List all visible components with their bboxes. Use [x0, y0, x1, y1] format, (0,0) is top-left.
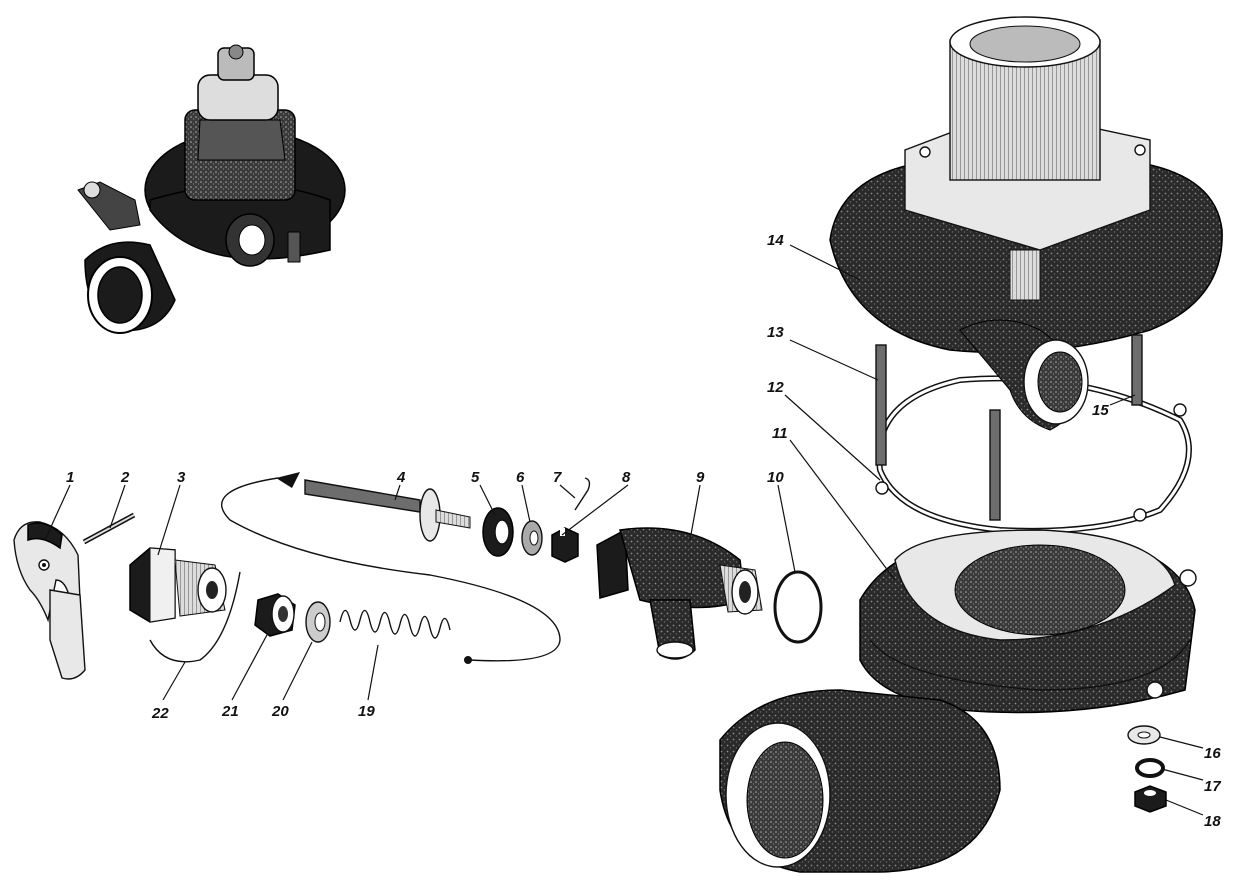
callout-19: 19	[358, 703, 375, 720]
pump-housing-icon	[719, 529, 1197, 873]
callout-16: 16	[1204, 745, 1221, 762]
callout-21: 21	[221, 703, 239, 720]
volute-cover-icon	[829, 16, 1223, 431]
callout-labels: 1 2 3 4 5 6 7 8 9 10 11 12 13 14 15 16 1…	[66, 232, 1221, 830]
callout-18: 18	[1204, 813, 1221, 830]
callout-13: 13	[767, 324, 784, 341]
spring-part	[339, 609, 451, 639]
stud-parts	[875, 334, 1143, 521]
washer-part-6	[521, 520, 543, 556]
callout-12: 12	[767, 379, 784, 396]
cotter-pin-part	[574, 477, 591, 511]
callout-11: 11	[772, 425, 788, 442]
nut-part-18	[1134, 785, 1167, 813]
callout-17: 17	[1204, 778, 1221, 795]
callout-15: 15	[1092, 402, 1109, 419]
gland-nut-part	[254, 593, 296, 637]
callout-6: 6	[516, 469, 525, 486]
callout-22: 22	[151, 705, 169, 722]
callout-1: 1	[66, 469, 74, 486]
callout-14: 14	[767, 232, 784, 249]
valve-body-part	[596, 527, 763, 660]
callout-3: 3	[177, 469, 186, 486]
washer-part-16	[1127, 725, 1161, 745]
castle-nut-part	[551, 527, 579, 563]
o-ring-part	[773, 570, 823, 644]
leader-lines	[44, 244, 1204, 816]
callout-10: 10	[767, 469, 784, 486]
callout-9: 9	[696, 469, 705, 486]
valve-stem-part	[220, 472, 561, 664]
pin-part	[82, 512, 136, 545]
seal-part	[482, 507, 514, 557]
washer-part-20	[305, 601, 331, 643]
wire-ring-part	[149, 571, 241, 663]
lock-washer-part-17	[1135, 758, 1165, 778]
callout-8: 8	[622, 469, 631, 486]
callout-20: 20	[271, 703, 289, 720]
callout-7: 7	[553, 469, 562, 486]
water-pump-assembly-icon	[77, 44, 346, 334]
callout-5: 5	[471, 469, 480, 486]
gasket-part	[875, 375, 1192, 552]
lever-part	[13, 521, 86, 680]
callout-4: 4	[396, 469, 406, 486]
callout-2: 2	[120, 469, 130, 486]
plug-part	[129, 547, 227, 623]
